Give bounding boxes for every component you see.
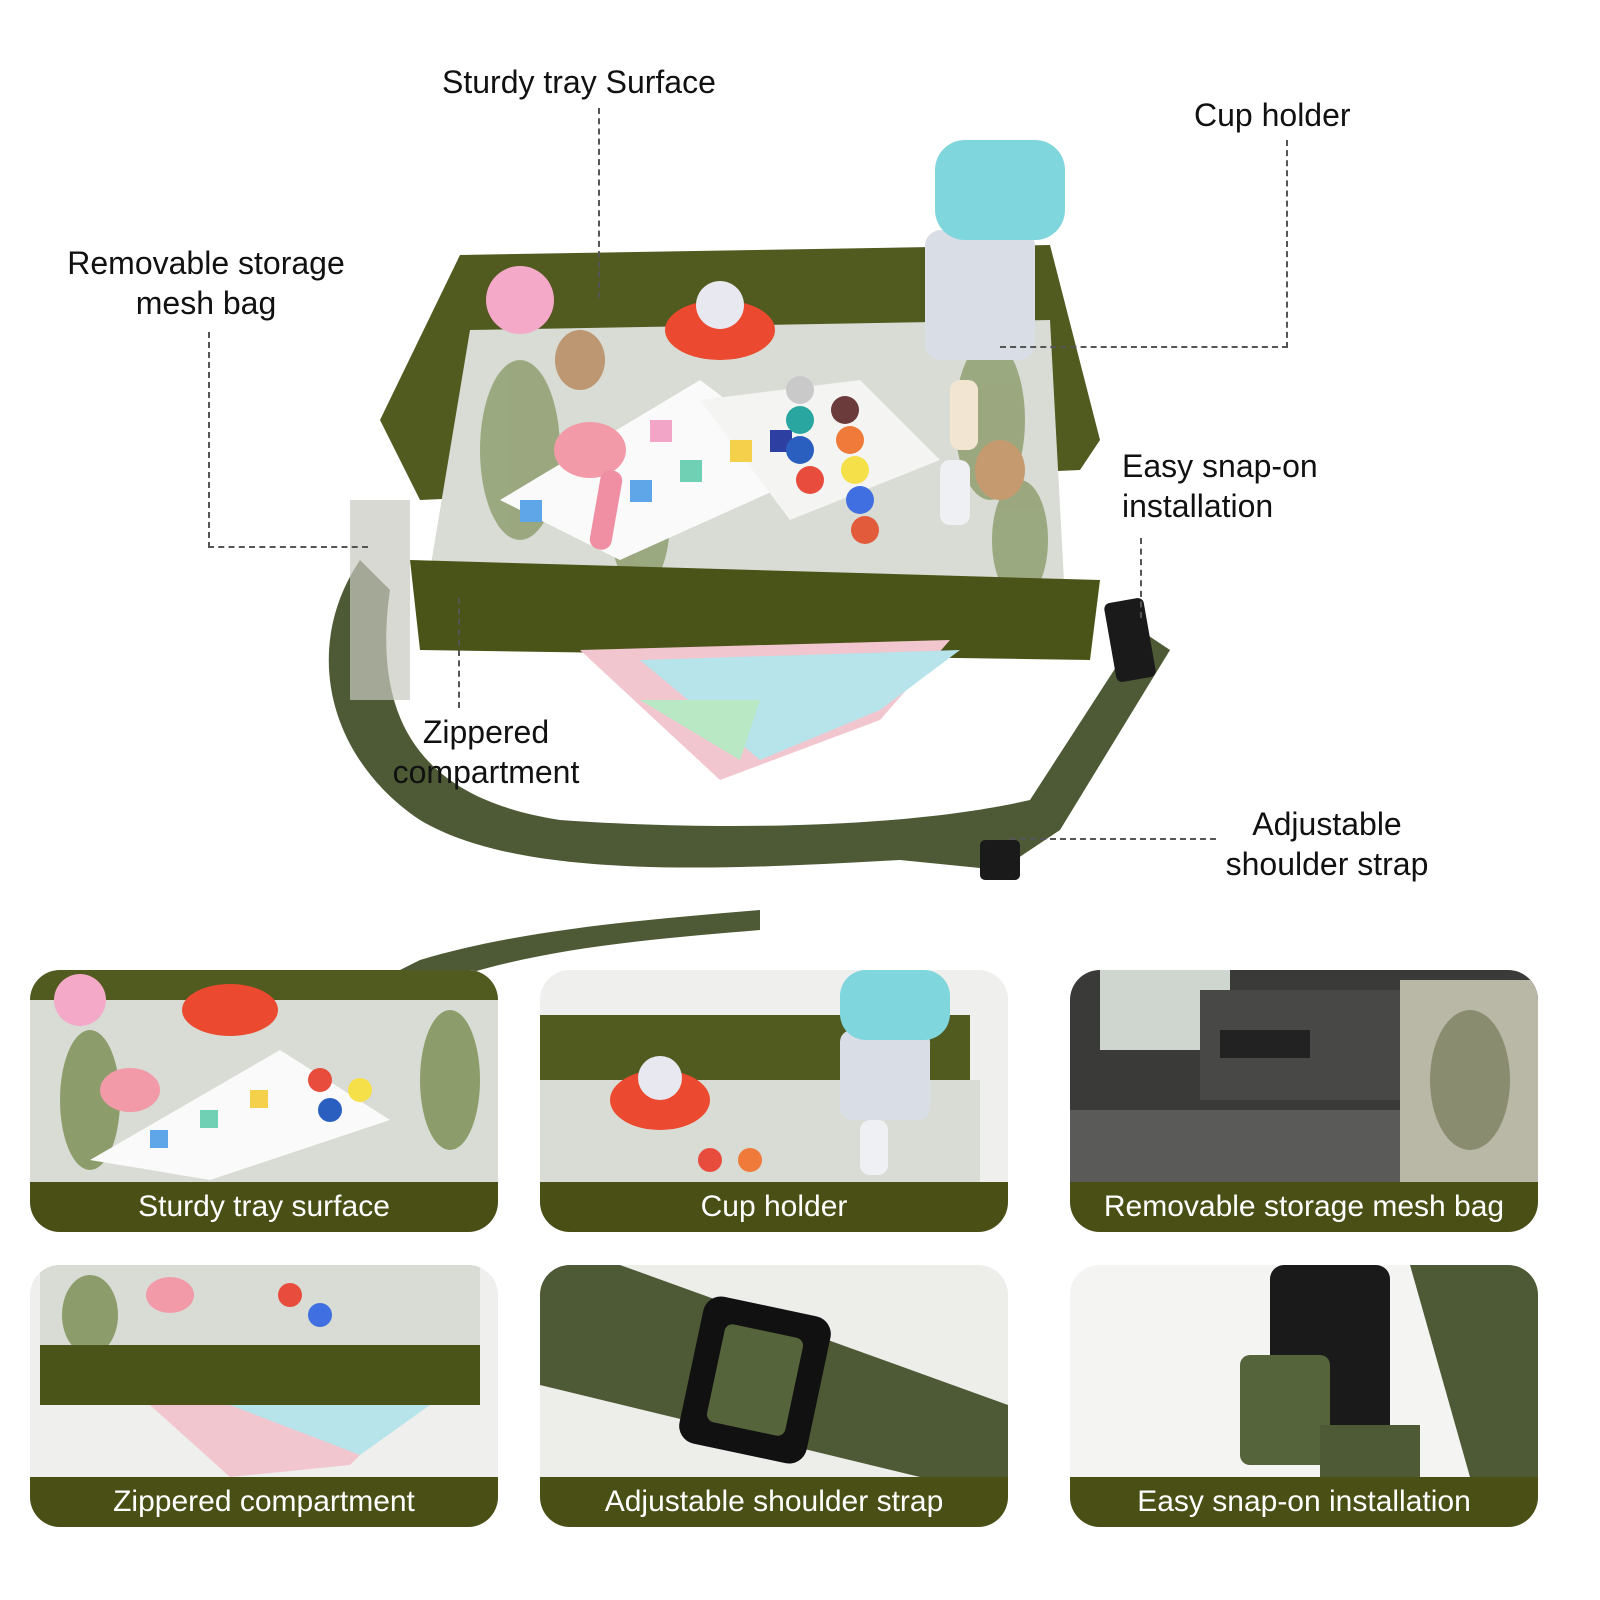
card-caption: Zippered compartment	[30, 1477, 498, 1527]
callout-mesh-bag-line1: Removable storage	[67, 245, 345, 281]
water-bottle-cap	[935, 140, 1065, 240]
leader-line	[1140, 538, 1142, 618]
coloring-sheet	[700, 380, 940, 520]
mesh-pocket	[350, 500, 410, 700]
feature-card-tray-surface: Sturdy tray surface	[30, 970, 498, 1232]
feature-card-strap: Adjustable shoulder strap	[540, 1265, 1008, 1527]
card-caption: Removable storage mesh bag	[1070, 1182, 1538, 1232]
zippered-papers-green	[640, 700, 760, 760]
callout-snap-on-line1: Easy snap-on	[1122, 448, 1318, 484]
tray-front-wall	[410, 560, 1100, 660]
toy-ufo	[665, 300, 775, 360]
card-caption: Cup holder	[540, 1182, 1008, 1232]
snap-on-thumbnail	[1070, 1265, 1538, 1477]
card-caption: Sturdy tray surface	[30, 1182, 498, 1232]
toy-wand	[554, 422, 626, 478]
callout-snap-on-line2: installation	[1122, 488, 1274, 524]
callout-mesh-bag: Removable storage mesh bag	[56, 243, 356, 323]
feature-card-cup-holder: Cup holder	[540, 970, 1008, 1232]
zippered-thumbnail	[30, 1265, 498, 1477]
callout-zippered-line1: Zippered	[422, 714, 550, 750]
toy-cake	[486, 266, 554, 334]
water-bottle-body	[925, 230, 1035, 360]
tray-surface-thumbnail	[30, 970, 498, 1182]
small-bottle	[940, 460, 970, 525]
callout-zippered: Zippered compartment	[386, 712, 586, 792]
callout-sturdy-tray: Sturdy tray Surface	[442, 64, 716, 100]
color-squares	[520, 420, 792, 522]
leader-line	[1000, 346, 1288, 348]
feature-card-zippered: Zippered compartment	[30, 1265, 498, 1527]
feature-card-snap-on: Easy snap-on installation	[1070, 1265, 1538, 1527]
paint-pots	[786, 376, 879, 544]
toy-ufo-dome	[696, 281, 744, 329]
callout-strap-line2: shoulder strap	[1225, 846, 1429, 882]
leader-line	[1286, 140, 1288, 348]
side-buckle	[1104, 598, 1156, 682]
callout-mesh-bag-line2: mesh bag	[135, 285, 277, 321]
callout-strap: Adjustable shoulder strap	[1216, 804, 1438, 884]
leader-line	[208, 332, 210, 548]
callout-strap-line1: Adjustable	[1252, 806, 1402, 842]
callout-snap-on: Easy snap-on installation	[1122, 446, 1318, 526]
mesh-bag-thumbnail	[1070, 970, 1538, 1182]
toy-wand-handle	[589, 470, 623, 550]
cup-holder-thumbnail	[540, 970, 1008, 1182]
product-hero-illustration	[328, 140, 1171, 990]
leader-line	[598, 108, 600, 298]
leader-line	[208, 546, 368, 548]
zippered-papers-blue	[640, 650, 960, 760]
card-caption: Easy snap-on installation	[1070, 1477, 1538, 1527]
small-bottle	[950, 380, 978, 450]
strap-thumbnail	[540, 1265, 1008, 1477]
feature-card-mesh-bag: Removable storage mesh bag	[1070, 970, 1538, 1232]
strap-slider	[980, 840, 1020, 880]
leader-line	[458, 598, 460, 708]
callout-cup-holder: Cup holder	[1194, 97, 1351, 133]
callout-zippered-line2: compartment	[392, 754, 580, 790]
leader-line	[1010, 838, 1216, 840]
card-caption: Adjustable shoulder strap	[540, 1477, 1008, 1527]
